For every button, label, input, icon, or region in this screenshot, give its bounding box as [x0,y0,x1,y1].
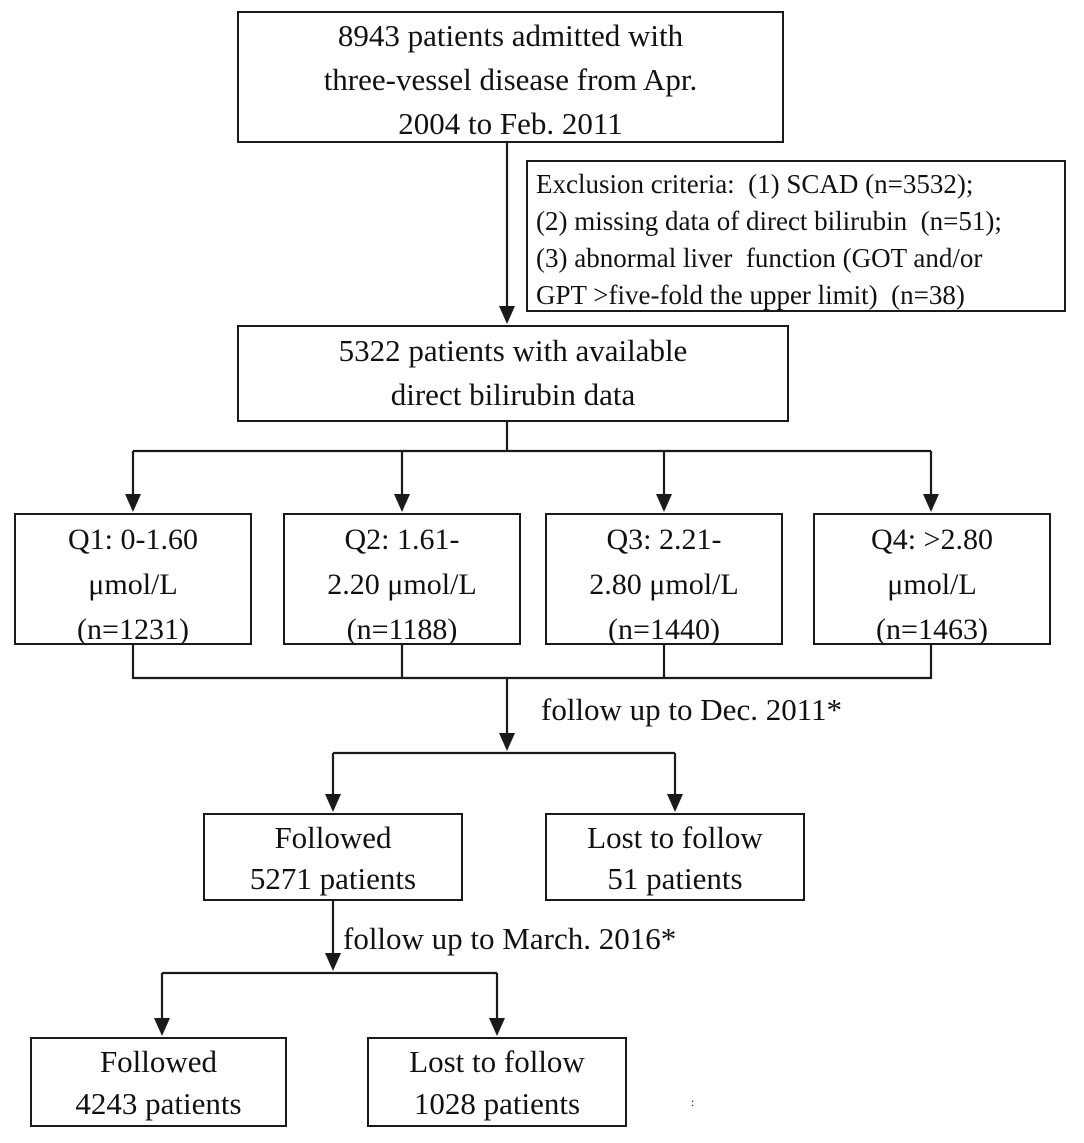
node-line: Q3: 2.21- [606,523,722,556]
node-line: (n=1231) [77,613,189,646]
node-line: Q2: 1.61- [344,523,460,556]
node-exclusion-criteria: Exclusion criteria: (1) SCAD (n=3532); (… [526,160,1066,312]
node-line: Followed [274,820,392,855]
node-line: 51 patients [607,861,743,896]
node-quartile-q1: Q1: 0-1.60 μmol/L (n=1231) [14,513,252,646]
node-line: GPT >five-fold the upper limit) (n=38) [536,280,965,310]
node-line: 2004 to Feb. 2011 [398,106,623,141]
node-line: 2.80 μmol/L [589,568,739,601]
node-line: 8943 patients admitted with [337,18,684,53]
node-line: direct bilirubin data [390,377,636,412]
node-line: Q4: >2.80 [871,523,993,556]
node-line: (3) abnormal liver function (GOT and/or [536,243,983,273]
node-line: 2.20 μmol/L [327,568,477,601]
node-line: 1028 patients [413,1086,581,1121]
node-line: 5322 patients with available [338,333,688,368]
node-quartile-q3: Q3: 2.21- 2.80 μmol/L (n=1440) [545,513,783,646]
node-line: 4243 patients [75,1086,242,1121]
node-line: Lost to follow [409,1044,585,1079]
node-admitted: 8943 patients admitted with three-vessel… [237,11,784,143]
node-lost-51: Lost to follow 51 patients [545,813,805,901]
label-followup-2016: follow up to March. 2016* [343,921,677,956]
node-line: (n=1463) [876,613,988,646]
node-line: Followed [99,1044,218,1079]
node-line: μmol/L [88,568,178,601]
node-line: (2) missing data of direct bilirubin (n=… [536,206,1002,236]
node-line: Lost to follow [587,820,763,855]
node-lost-1028: Lost to follow 1028 patients [367,1037,627,1127]
node-line: Exclusion criteria: (1) SCAD (n=3532); [536,169,974,199]
node-quartile-q2: Q2: 1.61- 2.20 μmol/L (n=1188) [283,513,521,646]
label-followup-2011: follow up to Dec. 2011* [541,692,843,727]
node-available-data: 5322 patients with available direct bili… [237,325,789,422]
node-line: three-vessel disease from Apr. [323,62,698,97]
node-followed-5271: Followed 5271 patients [203,813,463,901]
node-line: Q1: 0-1.60 [68,523,198,556]
node-followed-4243: Followed 4243 patients [30,1037,287,1127]
node-line: (n=1440) [608,613,720,646]
node-line: 5271 patients [249,861,417,896]
stray-scan-mark: : [691,1095,695,1109]
node-line: (n=1188) [346,613,458,646]
node-quartile-q4: Q4: >2.80 μmol/L (n=1463) [813,513,1051,646]
node-line: μmol/L [887,568,977,601]
